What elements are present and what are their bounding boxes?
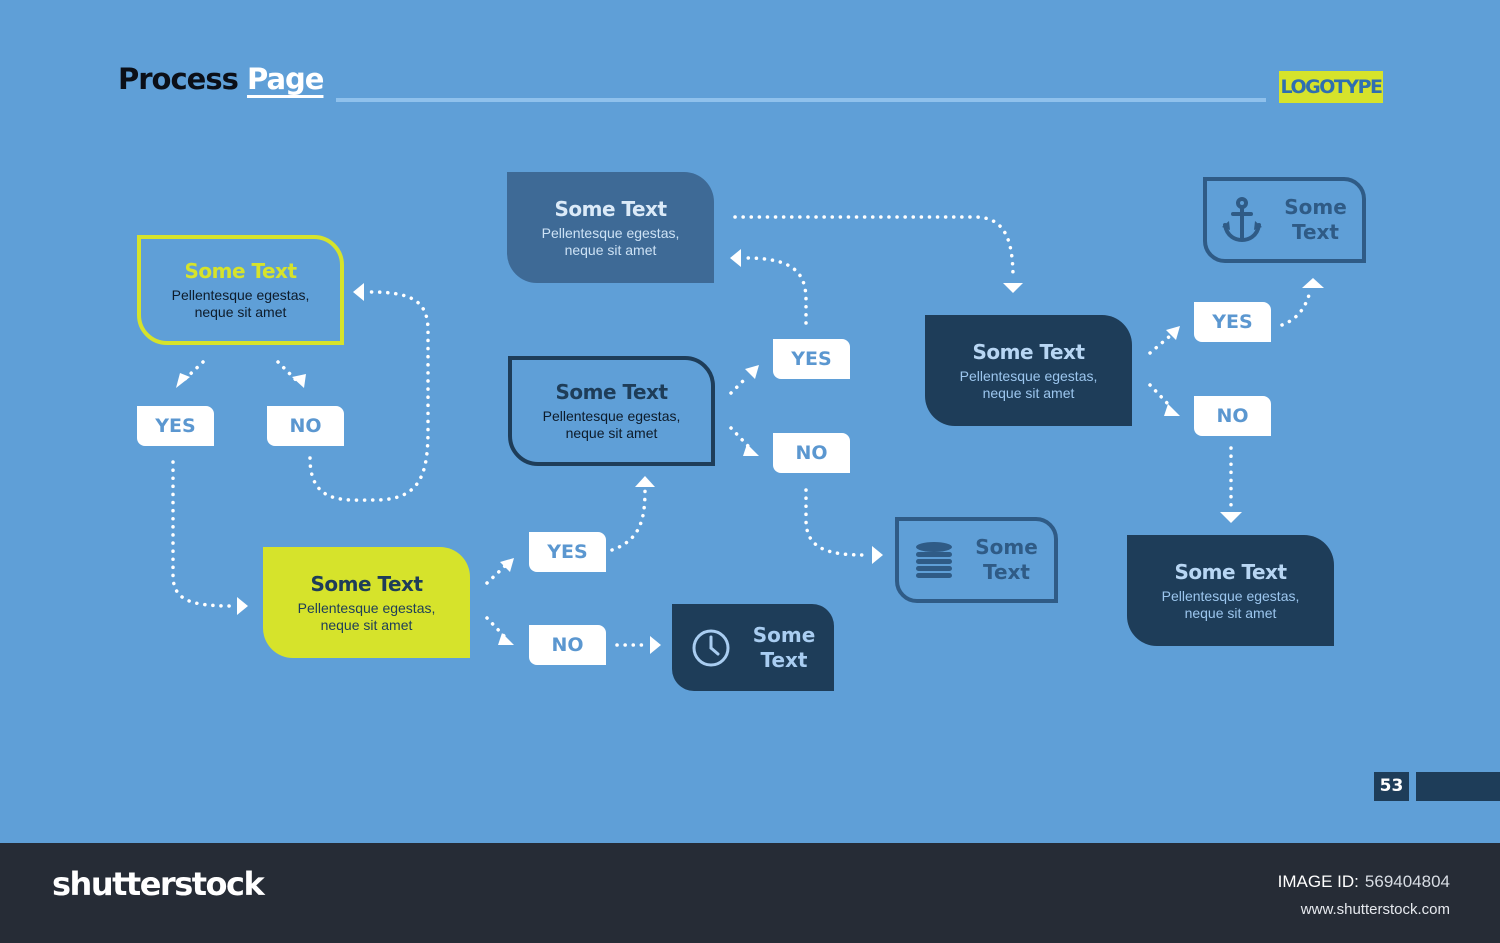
icon-box-label: Some Text (753, 623, 816, 673)
box-body: Pellentesque egestas, neque sit amet (543, 408, 681, 442)
box-body-line: neque sit amet (320, 616, 413, 633)
arrowhead (872, 546, 883, 564)
page-title-part2: Page (246, 62, 324, 96)
connector-no-loop (308, 290, 430, 502)
anchor-box: Some Text (1203, 177, 1366, 263)
no-tag: NO (529, 625, 606, 665)
icon-box-label-line: Text (982, 560, 1030, 584)
coins-box: Some Text (895, 517, 1058, 603)
icon-box-label: Some Text (975, 535, 1038, 585)
connector-yes-b3 (610, 488, 647, 552)
icon-box-label-line: Some (752, 622, 816, 647)
icon-box-label-line: Some (1284, 195, 1347, 219)
box-body-line: Pellentesque egestas, (959, 367, 1098, 384)
arrowhead (1302, 278, 1324, 288)
connector-b2-no (485, 616, 506, 638)
image-id-value: 569404804 (1364, 872, 1450, 891)
connector-b3-no (729, 426, 750, 448)
icon-box-label-line: Text (1291, 220, 1339, 244)
box-body-line: Pellentesque egestas, (542, 408, 681, 424)
clock-icon (692, 629, 730, 666)
yes-tag: YES (1194, 302, 1271, 342)
image-id: IMAGE ID: 569404804 (1278, 872, 1450, 892)
connector-yes-anchor (1280, 290, 1312, 327)
box-title: Some Text (310, 571, 423, 596)
box-body-line: neque sit amet (982, 384, 1075, 401)
box-body-line: Pellentesque egestas, (541, 224, 680, 241)
arrowhead (650, 636, 661, 654)
box-body-line: neque sit amet (194, 304, 287, 320)
box-body-line: neque sit amet (565, 425, 658, 441)
box-body-line: neque sit amet (1184, 604, 1277, 621)
arrowhead (635, 476, 655, 487)
process-box-4: Some Text Pellentesque egestas, neque si… (507, 172, 714, 283)
no-tag: NO (1194, 396, 1271, 436)
arrowhead (1003, 283, 1023, 293)
clock-box: Some Text (672, 604, 834, 691)
connector-no-coins (804, 488, 868, 557)
arrowhead (176, 373, 190, 388)
box-body-line: Pellentesque egestas, (171, 287, 310, 303)
no-tag: NO (773, 433, 850, 473)
yes-tag: YES (773, 339, 850, 379)
title-rule (336, 98, 1266, 102)
box-title: Some Text (555, 380, 668, 404)
icon-box-label-line: Some (975, 535, 1038, 559)
arrowhead (745, 365, 759, 379)
page-number: 53 (1374, 772, 1409, 801)
connector-b5-no (1148, 383, 1170, 406)
yes-tag: YES (529, 532, 606, 572)
no-tag: NO (267, 406, 344, 446)
box-body: Pellentesque egestas, neque sit amet (542, 225, 680, 259)
box-body-line: neque sit amet (564, 241, 657, 258)
site-link[interactable]: www.shutterstock.com (1300, 901, 1450, 918)
box-title: Some Text (1174, 559, 1287, 584)
process-box-6: Some Text Pellentesque egestas, neque si… (1127, 535, 1334, 646)
box-body: Pellentesque egestas, neque sit amet (298, 600, 436, 634)
box-title: Some Text (972, 339, 1085, 364)
arrowhead (292, 374, 306, 388)
connector-yes-b2 (171, 460, 234, 608)
box-body-line: Pellentesque egestas, (1161, 587, 1300, 604)
arrowhead (730, 249, 741, 267)
box-body: Pellentesque egestas, neque sit amet (1162, 588, 1300, 622)
arrowhead (353, 283, 364, 301)
footer: shutterstock IMAGE ID: 569404804 www.shut… (0, 843, 1500, 943)
icon-box-label-line: Text (760, 647, 808, 672)
box-body: Pellentesque egestas, neque sit amet (960, 368, 1098, 402)
brand-logo[interactable]: shutterstock (52, 865, 265, 903)
arrowhead (1220, 512, 1242, 523)
arrowhead (1166, 326, 1180, 340)
box-title: Some Text (554, 196, 667, 221)
connector-yes-b4 (743, 256, 808, 325)
process-box-3: Some Text Pellentesque egestas, neque si… (508, 356, 715, 466)
arrowhead (498, 633, 514, 645)
box-body-line: Pellentesque egestas, (297, 599, 436, 616)
arrowhead (1164, 404, 1180, 416)
arrowhead (743, 444, 759, 456)
connector-b3-yes (729, 374, 750, 395)
process-box-1: Some Text Pellentesque egestas, neque si… (137, 235, 344, 345)
page-title: Process Page (118, 62, 324, 96)
page-number-bar (1416, 772, 1500, 801)
coins-icon (916, 542, 953, 578)
process-box-2: Some Text Pellentesque egestas, neque si… (263, 547, 470, 658)
yes-tag: YES (137, 406, 214, 446)
slide: Process Page LOGOTYPE (118, 62, 1500, 801)
anchor-icon (1222, 197, 1263, 243)
box-title: Some Text (184, 259, 297, 283)
image-id-label: IMAGE ID: (1277, 872, 1359, 891)
connector-b4-b5 (733, 215, 1015, 280)
icon-box-label: Some Text (1284, 195, 1347, 245)
page-title-part1: Process (118, 62, 239, 96)
process-box-5: Some Text Pellentesque egestas, neque si… (925, 315, 1132, 426)
arrowhead (237, 597, 248, 615)
connector-layer (171, 215, 1324, 654)
box-body: Pellentesque egestas, neque sit amet (172, 287, 310, 321)
connector-b5-yes (1148, 334, 1172, 355)
logotype: LOGOTYPE (1279, 71, 1383, 103)
arrowhead (500, 558, 514, 572)
connector-b2-yes (485, 564, 507, 585)
